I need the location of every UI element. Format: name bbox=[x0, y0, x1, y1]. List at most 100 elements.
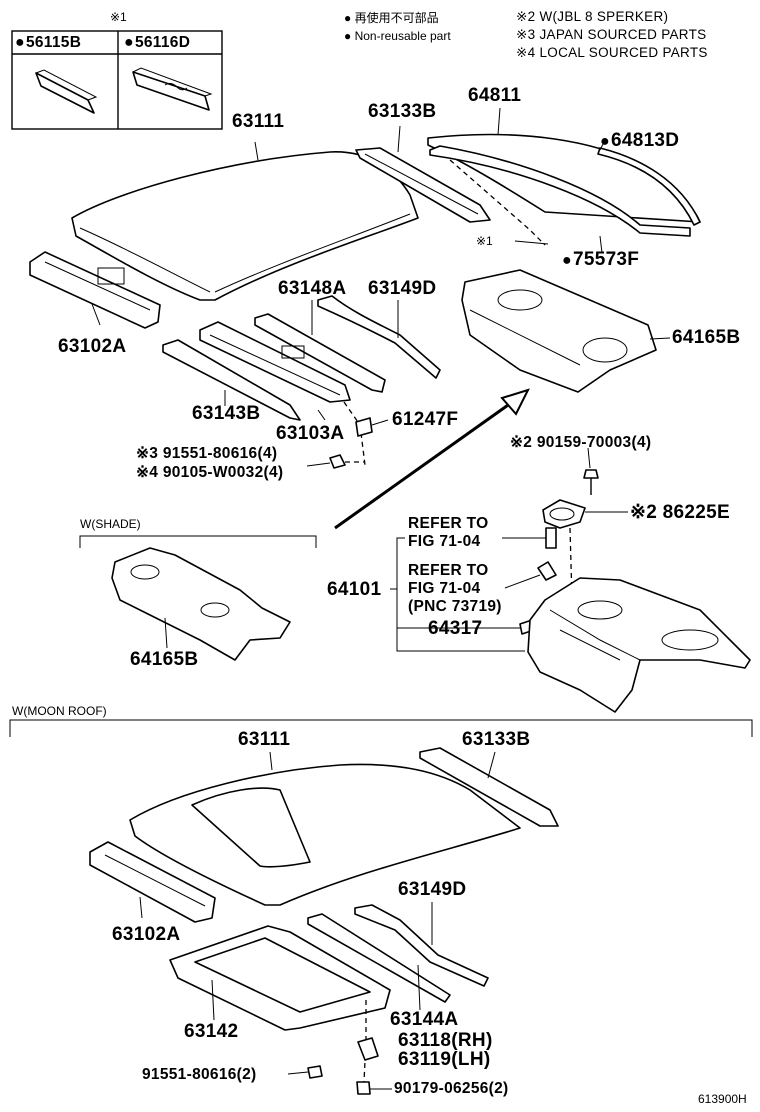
leader-64811 bbox=[497, 107, 501, 136]
legend-en-text: Non-reusable part bbox=[354, 29, 451, 43]
label-90105[interactable]: ※4 90105-W0032(4) bbox=[136, 464, 284, 481]
mr-label-63142[interactable]: 63142 bbox=[184, 1021, 239, 1042]
label-63102a[interactable]: 63102A bbox=[58, 336, 127, 357]
kit-box-frame bbox=[11, 30, 223, 130]
label-90159[interactable]: ※2 90159-70003(4) bbox=[510, 434, 652, 451]
leader-63133b bbox=[397, 125, 401, 153]
refer2-line2[interactable]: FIG 71-04 bbox=[408, 580, 481, 597]
label-61247f[interactable]: 61247F bbox=[392, 409, 459, 430]
moonroof-roof-panel-drawing bbox=[129, 763, 521, 906]
rail-63133b-drawing bbox=[355, 147, 491, 223]
refer2-line3: (PNC 73719) bbox=[408, 598, 502, 615]
label-64811[interactable]: 64811 bbox=[468, 85, 522, 106]
leader-64165b bbox=[649, 337, 671, 340]
leader-63102a bbox=[91, 303, 101, 326]
bracket-61247f-drawing bbox=[355, 417, 373, 437]
bow-63149d-drawing bbox=[317, 295, 441, 379]
shade-tray-drawing bbox=[111, 547, 291, 661]
screw-drawing bbox=[545, 527, 557, 549]
dashed-86225e bbox=[569, 527, 573, 601]
refer1-line1: REFER TO bbox=[408, 515, 489, 532]
leader-mr-91551 bbox=[287, 1071, 309, 1075]
part-56115b-label[interactable]: 56115B bbox=[15, 35, 81, 51]
kit-note-mark: ※1 bbox=[110, 10, 127, 24]
moonroof-bow-63144a-drawing bbox=[307, 913, 451, 1003]
bow-63103a-drawing bbox=[199, 321, 351, 403]
label-64317[interactable]: 64317 bbox=[428, 618, 483, 639]
legend-jp-text: 再使用不可部品 bbox=[354, 11, 439, 25]
leader-mr-63111 bbox=[269, 751, 273, 771]
label-64101[interactable]: 64101 bbox=[327, 579, 382, 600]
moonroof-section-bracket bbox=[9, 719, 753, 737]
molding-64813d-drawing bbox=[429, 145, 701, 237]
speaker-cover-86225e-drawing bbox=[542, 499, 586, 529]
label-75573f[interactable]: 75573F bbox=[562, 250, 639, 269]
legend-en: ● Non-reusable part bbox=[344, 29, 451, 43]
tray-64165b-drawing bbox=[461, 269, 657, 393]
label-64165b[interactable]: 64165B bbox=[672, 327, 741, 348]
mr-label-63102a[interactable]: 63102A bbox=[112, 924, 181, 945]
pad-56116d-drawing bbox=[132, 67, 213, 111]
mr-label-90179[interactable]: 90179-06256(2) bbox=[394, 1080, 509, 1097]
label-63111[interactable]: 63111 bbox=[232, 111, 285, 132]
label-63149d[interactable]: 63149D bbox=[368, 278, 437, 299]
leader-90159 bbox=[587, 447, 591, 469]
shade-section-bracket bbox=[79, 535, 317, 548]
leader-90105 bbox=[306, 462, 331, 467]
leader-mr-63144a bbox=[417, 964, 421, 1011]
label-63103a[interactable]: 63103A bbox=[276, 423, 345, 444]
leader-63111 bbox=[254, 141, 259, 161]
label-63143b[interactable]: 63143B bbox=[192, 403, 261, 424]
leader-61247f bbox=[371, 419, 389, 426]
label-63148a[interactable]: 63148A bbox=[278, 278, 347, 299]
legend-note4: ※4 LOCAL SOURCED PARTS bbox=[516, 45, 708, 60]
leader-63103a bbox=[317, 409, 326, 421]
mr-label-63144a[interactable]: 63144A bbox=[390, 1009, 459, 1030]
mr-nut2-drawing bbox=[356, 1081, 371, 1095]
mr-bracket-drawing bbox=[357, 1037, 379, 1061]
bolt-90159-drawing bbox=[583, 469, 599, 495]
bow-63143b-drawing bbox=[162, 339, 301, 421]
leader-mr-63102a bbox=[139, 896, 143, 919]
label-63133b[interactable]: 63133B bbox=[368, 101, 437, 122]
moonroof-rail-drawing bbox=[419, 747, 559, 827]
label-64813d[interactable]: 64813D bbox=[600, 131, 679, 150]
bracket-64101 bbox=[390, 537, 548, 652]
label-note1: ※1 bbox=[476, 234, 493, 248]
mr-label-63133b[interactable]: 63133B bbox=[462, 729, 531, 750]
legend-note2: ※2 W(JBL 8 SPERKER) bbox=[516, 9, 669, 24]
shade-title: W(SHADE) bbox=[80, 517, 141, 531]
pad-56115b-drawing bbox=[35, 69, 98, 114]
label-91551[interactable]: ※3 91551-80616(4) bbox=[136, 445, 278, 462]
mr-label-63119[interactable]: 63119(LH) bbox=[398, 1049, 491, 1070]
leader-mr-63133b bbox=[487, 751, 496, 779]
refer1-line2[interactable]: FIG 71-04 bbox=[408, 533, 481, 550]
moonroof-header-drawing bbox=[89, 841, 216, 923]
roof-panel-drawing bbox=[71, 151, 419, 301]
dashed-note1 bbox=[449, 159, 546, 246]
legend-note3: ※3 JAPAN SOURCED PARTS bbox=[516, 27, 707, 42]
header-63102a-drawing bbox=[29, 251, 161, 329]
rear-panel-64101-drawing bbox=[527, 577, 751, 713]
mr-label-63111[interactable]: 63111 bbox=[238, 729, 291, 750]
clip-drawing bbox=[537, 561, 557, 581]
moonroof-title: W(MOON ROOF) bbox=[12, 704, 107, 718]
shade-label-64165b[interactable]: 64165B bbox=[130, 649, 199, 670]
direction-arrow bbox=[334, 388, 530, 530]
leader-shade-64165b bbox=[164, 617, 168, 649]
mr-label-63118[interactable]: 63118(RH) bbox=[398, 1030, 493, 1051]
leader-note1 bbox=[514, 240, 549, 245]
mr-label-63149d[interactable]: 63149D bbox=[398, 879, 467, 900]
mr-label-91551[interactable]: 91551-80616(2) bbox=[142, 1066, 257, 1083]
label-86225e[interactable]: ※2 86225E bbox=[630, 502, 730, 523]
mr-nut-drawing bbox=[307, 1065, 323, 1079]
moonroof-housing-drawing bbox=[169, 925, 391, 1031]
moonroof-bow-63149d-drawing bbox=[354, 904, 489, 987]
bow-63148a-drawing bbox=[254, 313, 386, 393]
refer2-line1: REFER TO bbox=[408, 562, 489, 579]
figure-code: 613900H bbox=[698, 1092, 747, 1106]
legend-jp: ● 再使用不可部品 bbox=[344, 11, 439, 25]
part-56116d-label[interactable]: 56116D bbox=[124, 35, 190, 51]
